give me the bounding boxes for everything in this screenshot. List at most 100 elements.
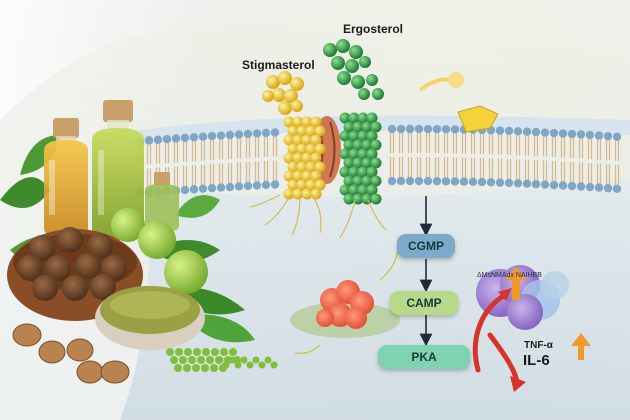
green-seeds xyxy=(166,348,278,372)
lipid-head xyxy=(504,126,514,136)
lipid-head xyxy=(252,181,262,190)
ergosterol-embedded xyxy=(339,112,382,205)
lipid-head xyxy=(198,132,208,141)
pathway-step-label: PKA xyxy=(411,350,437,364)
lipid-head xyxy=(567,129,577,139)
ergosterol-label: Ergosterol xyxy=(343,22,404,36)
lipid-head xyxy=(153,135,163,144)
lipid-head xyxy=(396,176,406,186)
pathway-step-label: CGMP xyxy=(408,239,444,253)
lipid-head xyxy=(414,176,424,186)
cell-membrane xyxy=(135,115,630,198)
lipid-head xyxy=(585,130,595,140)
lipid-head xyxy=(405,176,415,186)
lipid-head xyxy=(423,176,433,186)
lipid-head xyxy=(576,182,586,191)
herbal-powder-icon xyxy=(95,286,205,350)
lipid-head xyxy=(396,124,406,134)
lipid-head xyxy=(612,184,622,193)
lipid-head xyxy=(549,128,559,138)
green-apple-icon xyxy=(111,208,208,294)
coral-cell-icon xyxy=(290,249,400,354)
lipid-head xyxy=(495,178,505,187)
lipid-head xyxy=(405,124,415,134)
lipid-head xyxy=(270,180,280,189)
pathway-step-label: CAMP xyxy=(406,296,442,310)
lipid-head xyxy=(180,133,190,143)
lipid-head xyxy=(234,130,244,139)
lipid-head xyxy=(477,177,487,187)
pathway-step-cgmp: CGMP xyxy=(397,234,455,258)
pathway-step-pka: PKA xyxy=(378,345,470,369)
lipid-head xyxy=(225,130,235,140)
lipid-head xyxy=(522,179,532,188)
lipid-head xyxy=(189,185,199,194)
pathway-step-camp: CAMP xyxy=(390,291,458,315)
lipid-head xyxy=(243,129,253,139)
lipid-head xyxy=(513,179,523,188)
lipid-head xyxy=(540,180,550,189)
lipid-head xyxy=(225,182,235,192)
lipid-head xyxy=(387,176,397,186)
stigmasterol-molecule xyxy=(262,71,304,115)
lipid-head xyxy=(432,176,442,186)
receptor-label: ΔMsNMAdx NAIHBB xyxy=(477,272,542,279)
oil-bottle-icon xyxy=(44,100,179,240)
lipid-head xyxy=(594,131,604,140)
lipid-head xyxy=(450,125,460,134)
signal-tendrils xyxy=(249,194,387,239)
lipid-head xyxy=(162,134,172,144)
lipid-head xyxy=(207,183,217,193)
membrane-protein-yellow xyxy=(418,72,499,133)
ergosterol-molecule xyxy=(323,39,384,100)
lipid-head xyxy=(531,127,541,137)
lipid-head xyxy=(468,177,478,187)
lipid-head xyxy=(603,131,613,141)
lipid-head xyxy=(459,177,469,186)
lipid-head xyxy=(432,124,442,134)
lipid-head xyxy=(522,127,532,136)
stigmasterol-label: Stigmasterol xyxy=(242,58,315,72)
lipid-head xyxy=(270,128,280,137)
lipid-head xyxy=(243,181,253,191)
lipid-head xyxy=(576,130,586,139)
lipid-head xyxy=(423,124,433,134)
lipid-head xyxy=(495,126,505,135)
lipid-head xyxy=(216,183,226,192)
lipid-head xyxy=(567,181,577,191)
lipid-head xyxy=(387,124,397,134)
lipid-head xyxy=(540,128,550,137)
walnut-icon xyxy=(12,323,130,384)
lipid-head xyxy=(216,131,226,140)
lipid-head xyxy=(414,124,424,134)
lipid-head xyxy=(261,128,271,138)
lipid-head xyxy=(558,129,568,138)
lipid-head xyxy=(180,185,190,195)
lipid-head xyxy=(558,181,568,190)
lipid-head xyxy=(441,177,451,186)
lipid-head xyxy=(513,127,523,136)
lipid-head xyxy=(450,177,460,186)
lipid-head xyxy=(486,178,496,187)
lipid-head xyxy=(261,180,271,190)
lipid-head xyxy=(441,125,451,134)
lipid-head xyxy=(504,178,514,188)
lipid-head xyxy=(171,134,181,143)
lipid-head xyxy=(189,133,199,142)
il6-label: IL-6 xyxy=(523,352,550,369)
lipid-head xyxy=(144,136,154,145)
lipid-head xyxy=(531,179,541,189)
lipid-head xyxy=(594,183,604,192)
up-arrow-icon xyxy=(505,267,591,360)
lipid-head xyxy=(252,129,262,138)
tnf-alpha-label: TNF-α xyxy=(524,340,553,351)
lipid-head xyxy=(234,182,244,191)
lipid-head xyxy=(603,183,613,193)
lipid-head xyxy=(612,132,622,141)
lipid-head xyxy=(198,184,208,193)
lipid-head xyxy=(585,182,595,192)
lipid-head xyxy=(549,180,559,190)
lipid-head xyxy=(207,131,217,141)
